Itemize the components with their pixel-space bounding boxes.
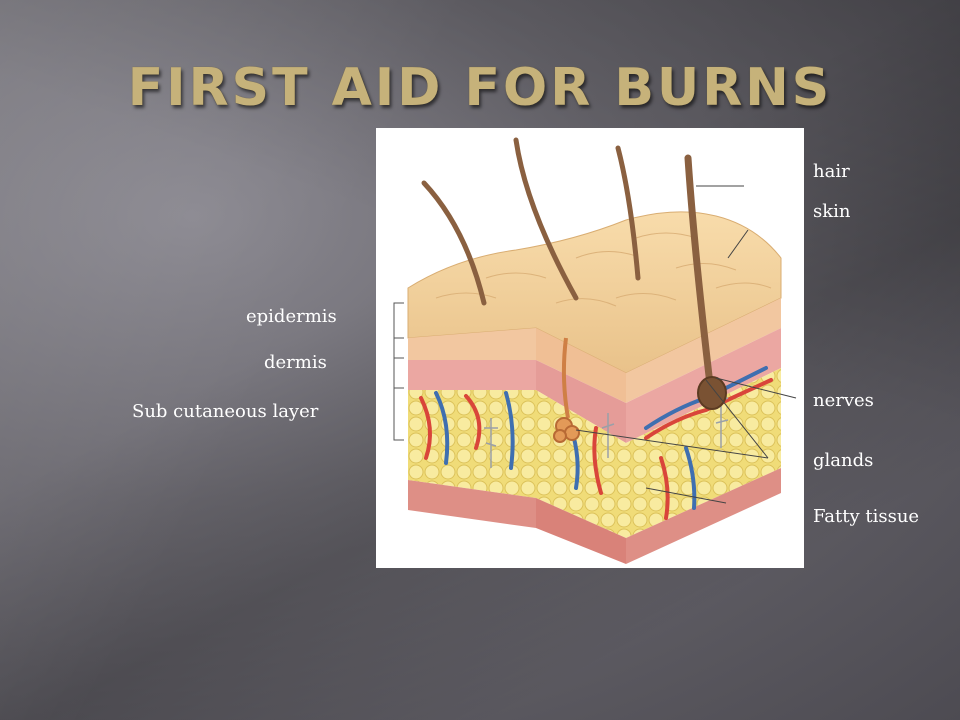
fat-layer-left <box>408 390 536 498</box>
leader-lines <box>575 185 797 504</box>
hair-shafts <box>421 137 715 397</box>
base-layer-left <box>408 480 536 528</box>
base-layer-notch <box>536 498 626 564</box>
label-epidermis: epidermis <box>246 306 337 327</box>
fat-layer-right <box>626 368 781 538</box>
layer-bracket <box>393 302 404 441</box>
slide-title: FIRST AID FOR BURNS <box>127 58 833 118</box>
epidermis-layer-notch <box>536 328 626 403</box>
base-layer-right <box>626 468 781 564</box>
label-glands: glands <box>813 450 874 471</box>
dermis-layer-notch <box>536 360 626 443</box>
sweat-gland <box>553 337 580 443</box>
label-nerves: nerves <box>813 390 874 411</box>
label-subcutaneous-layer: Sub cutaneous layer <box>132 401 319 422</box>
skin-diagram <box>376 128 804 568</box>
label-dermis: dermis <box>264 352 327 373</box>
surface-wrinkles <box>435 232 772 307</box>
skin-top-surface <box>407 211 782 374</box>
label-fatty-tissue: Fatty tissue <box>813 506 920 527</box>
label-skin: skin <box>813 201 851 222</box>
dermis-layer-left <box>408 360 536 390</box>
label-hair: hair <box>813 161 850 182</box>
epidermis-layer-left <box>408 328 536 360</box>
hair-follicle-bulb <box>697 376 727 410</box>
